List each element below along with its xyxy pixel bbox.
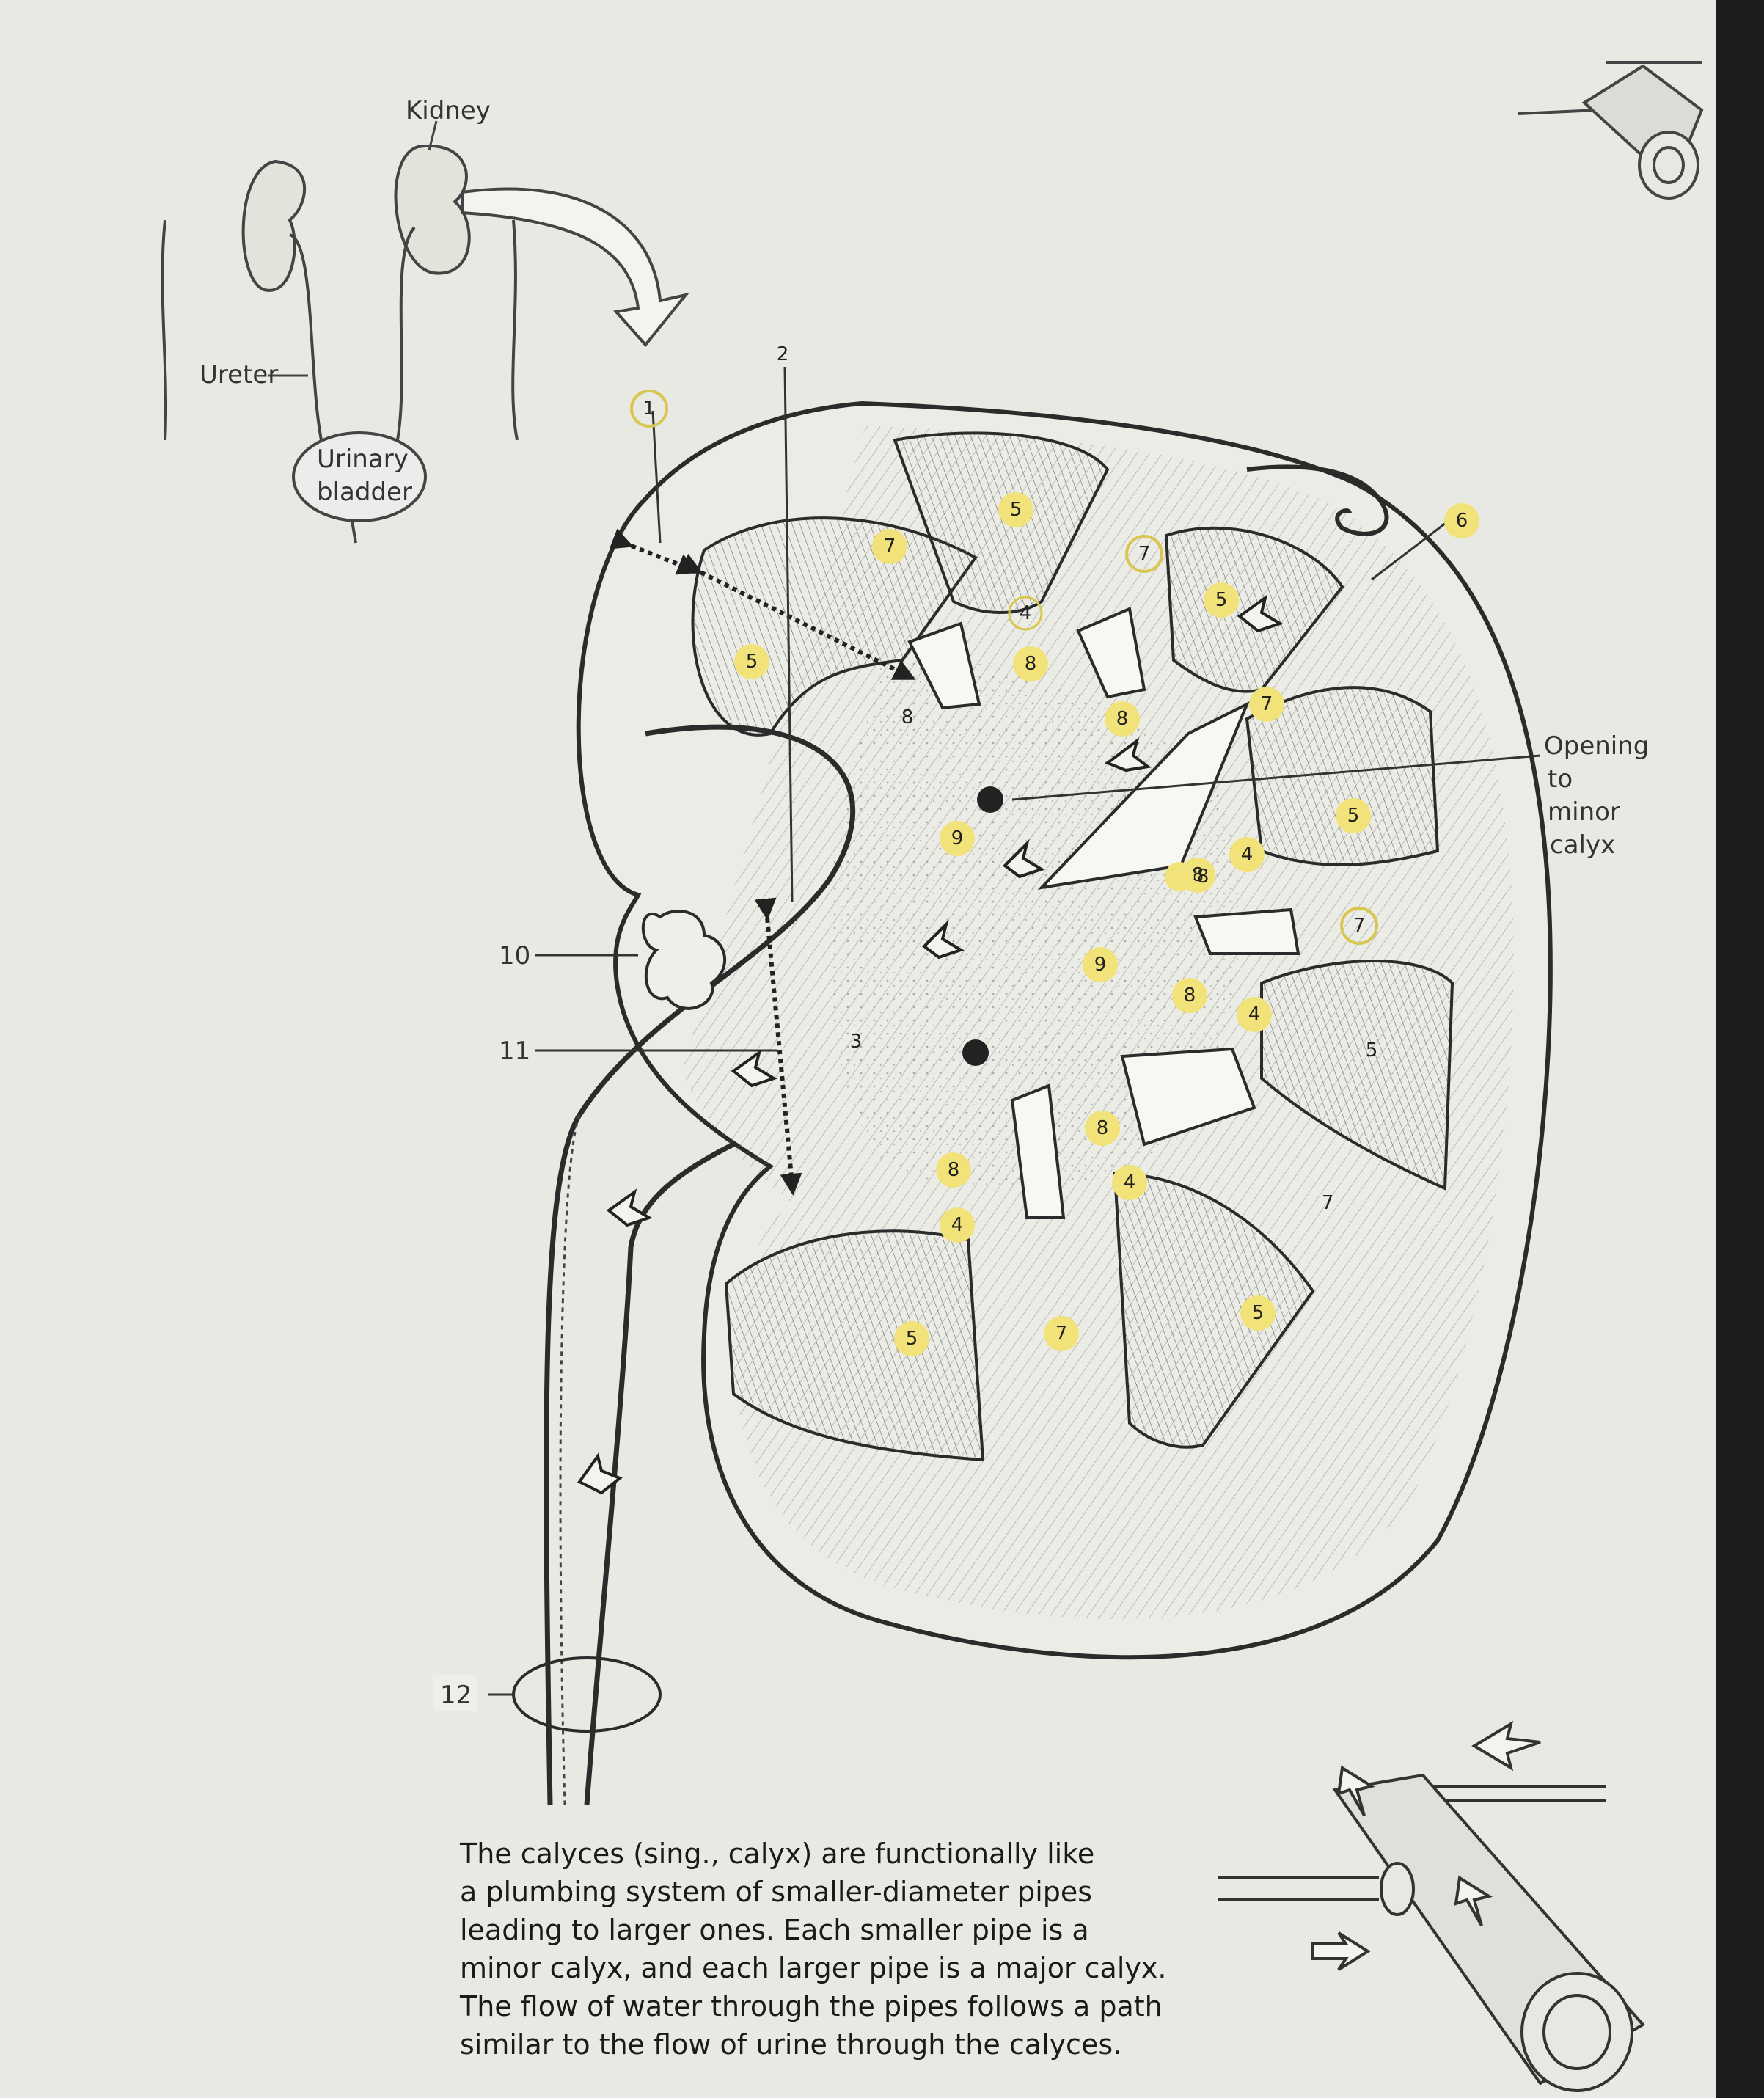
renal-fat-lobules (641, 910, 726, 1010)
right-kidney-shape (394, 144, 471, 275)
pyramid-bottom-right (1113, 1172, 1315, 1449)
renal-pelvis-point-upper (977, 786, 1003, 813)
kidney-label: Kidney (406, 96, 491, 125)
pyramid-bottom-left (724, 1229, 985, 1462)
cortex-dimension-arrow (609, 528, 700, 575)
label-4-bottom-right: 4 (1124, 1172, 1136, 1194)
minor-calyx-4 (1193, 907, 1300, 955)
label-4-top: 4 (1020, 602, 1032, 624)
opening-label-line2: to (1548, 764, 1573, 794)
minor-calyx-5 (1120, 1047, 1256, 1147)
label-11: 11 (499, 1037, 530, 1066)
label-6: 6 (1456, 510, 1468, 532)
label-5-bottom-left: 5 (906, 1328, 918, 1350)
urinary-bladder-shape (292, 431, 427, 522)
minor-calyx-2 (1076, 607, 1146, 699)
label-8-left: 8 (901, 706, 914, 728)
caption-line-4: minor calyx, and each larger pipe is a m… (460, 1952, 1166, 1984)
caption: The calyces (sing., calyx) are functiona… (459, 1838, 1166, 2061)
pyramid-top (893, 431, 1110, 614)
caption-line-1: The calyces (sing., calyx) are functiona… (459, 1838, 1094, 1870)
caption-line-6: similar to the flow of urine through the… (460, 2028, 1121, 2061)
caption-line-3: leading to larger ones. Each smaller pip… (460, 1914, 1089, 1946)
label-12: 12 (440, 1681, 472, 1710)
renal-vessel-loop (1246, 464, 1389, 536)
label-6-callout: 6 (1444, 503, 1479, 538)
pyramid-right-upper (1245, 686, 1440, 866)
label-7-right: 7 (1261, 693, 1273, 715)
label-9-upper: 9 (951, 827, 964, 849)
label-8-bottom-left: 8 (948, 1159, 960, 1181)
opening-label-line4: calyx (1550, 830, 1615, 860)
opening-label-line1: Opening (1544, 731, 1649, 761)
label-5-right-lower: 5 (1366, 1039, 1378, 1061)
label-7-right-mid: 7 (1353, 915, 1366, 937)
renal-pelvis-point-lower (962, 1039, 989, 1066)
label-2: 2 (777, 343, 789, 365)
label-1-callout: 1 (630, 390, 668, 428)
label-8-right-mid: 8 (1184, 984, 1196, 1006)
label-7-top: 7 (1138, 543, 1151, 565)
label-7-bottom: 7 (1055, 1323, 1068, 1345)
label-7-top-left: 7 (884, 536, 896, 558)
urinary-bladder-label-line2: bladder (317, 478, 412, 507)
label-3: 3 (850, 1031, 863, 1053)
label-4-right-lower: 4 (1248, 1004, 1261, 1026)
ureter-label: Ureter (200, 360, 278, 390)
label-8-right-upper: 8 (1192, 864, 1204, 886)
minor-calyx-1 (907, 621, 981, 710)
label-4-bottom-left: 4 (951, 1214, 964, 1236)
highlighted-callouts: 5 5 5 5 5 5 5 7 7 7 7 7 7 4 4 4 4 4 8 8 … (734, 492, 1378, 1356)
renal-pyramids (691, 431, 1454, 1462)
label-5-upper-right: 5 (1215, 589, 1228, 611)
label-8-right-extra: 8 (1197, 866, 1209, 888)
pipe-inset-bottom (1218, 1720, 1646, 2092)
label-10: 10 (499, 941, 530, 971)
label-7-right-lower: 7 (1322, 1192, 1334, 1214)
label-4-right-upper: 4 (1241, 844, 1254, 866)
ureter-tube (544, 724, 856, 1805)
urine-flow-arrows (577, 594, 1284, 1495)
label-1: 1 (643, 398, 656, 420)
label-5-bottom-right: 5 (1252, 1302, 1265, 1324)
label-5-right: 5 (1347, 805, 1360, 827)
caption-line-2: a plumbing system of smaller-diameter pi… (460, 1876, 1092, 1908)
left-kidney-shape (241, 159, 306, 292)
pipe-inset-top (1518, 61, 1704, 200)
urinary-system-inset (161, 144, 690, 544)
minor-calyces (907, 607, 1300, 1219)
pyramid-right-lower (1260, 960, 1454, 1191)
label-5-top: 5 (1010, 499, 1022, 521)
label-5-left: 5 (746, 651, 758, 673)
flow-arrow-inset (461, 187, 690, 348)
opening-label-line3: minor (1548, 797, 1620, 827)
urinary-bladder-label-line1: Urinary (317, 445, 409, 474)
label-8-lower-mid: 8 (1097, 1117, 1109, 1139)
pelvis-dimension-arrow (754, 897, 802, 1196)
kidney-cross-section (488, 366, 1553, 1805)
caption-line-5: The flow of water through the pipes foll… (459, 1990, 1163, 2022)
label-8-top: 8 (1025, 653, 1037, 675)
label-9-lower: 9 (1094, 954, 1107, 976)
minor-calyx-6 (1010, 1083, 1066, 1219)
label-8-upper-mid: 8 (1116, 708, 1129, 730)
